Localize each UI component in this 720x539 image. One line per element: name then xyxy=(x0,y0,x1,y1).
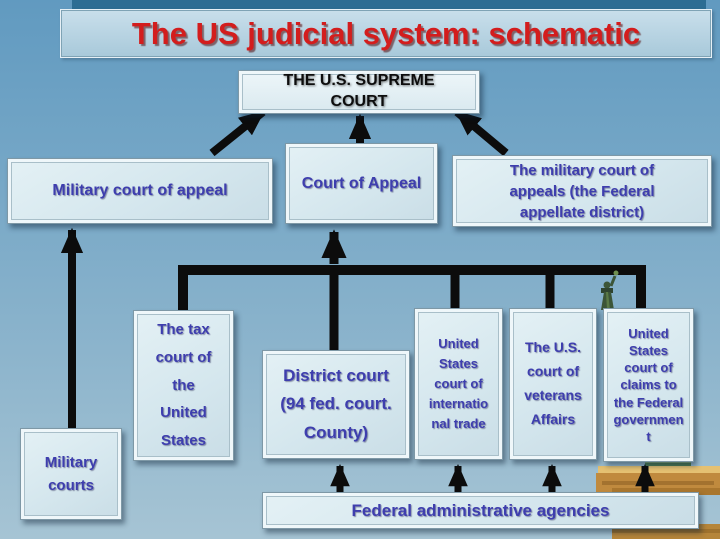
node-tax-court-label: The tax court of the United States xyxy=(155,321,212,450)
node-court-of-appeal: Court of Appeal xyxy=(285,143,438,224)
slide-title-banner: The US judicial system: schematic xyxy=(60,9,712,58)
node-military-court-of-appeal-label: Military court of appeal xyxy=(52,182,228,199)
node-federal-administrative-agencies: Federal administrative agencies xyxy=(262,492,699,529)
node-veterans-court: The U.S. court of veterans Affairs xyxy=(509,308,597,460)
node-military-courts: Military courts xyxy=(20,428,122,520)
node-military-court-of-appeal: Military court of appeal xyxy=(7,158,273,224)
slide-title: The US judicial system: schematic xyxy=(131,15,641,51)
node-international-trade-court: United States court of internatio nal tr… xyxy=(414,308,503,460)
node-district-court: District court (94 fed. court. County) xyxy=(262,350,410,459)
node-court-of-appeal-label: Court of Appeal xyxy=(301,174,422,192)
node-supreme-court-label: THE U.S. SUPREME COURT xyxy=(283,72,435,110)
arrow-military-appeal-to-supreme-court xyxy=(209,108,266,157)
top-edge-strip xyxy=(72,0,706,9)
statue-of-liberty-icon xyxy=(601,270,619,310)
node-international-trade-court-label: United States court of internatio nal tr… xyxy=(428,335,489,432)
connector-trunk-bar xyxy=(178,265,646,316)
node-veterans-court-label: The U.S. court of veterans Affairs xyxy=(524,339,582,427)
node-tax-court: The tax court of the United States xyxy=(133,310,234,461)
node-military-court-of-appeals-federal-label: The military court of appeals (the Feder… xyxy=(509,161,655,221)
node-district-court-label: District court (94 fed. court. County) xyxy=(280,366,392,442)
node-federal-administrative-agencies-label: Federal administrative agencies xyxy=(351,500,610,520)
node-claims-court-label: United States court of claims to the Fed… xyxy=(613,325,684,444)
node-claims-court: United States court of claims to the Fed… xyxy=(603,308,694,462)
arrow-military-federal-to-supreme-court xyxy=(454,108,509,157)
node-supreme-court: THE U.S. SUPREME COURT xyxy=(238,70,480,114)
node-military-court-of-appeals-federal: The military court of appeals (the Feder… xyxy=(452,155,712,227)
node-military-courts-label: Military courts xyxy=(44,453,98,494)
